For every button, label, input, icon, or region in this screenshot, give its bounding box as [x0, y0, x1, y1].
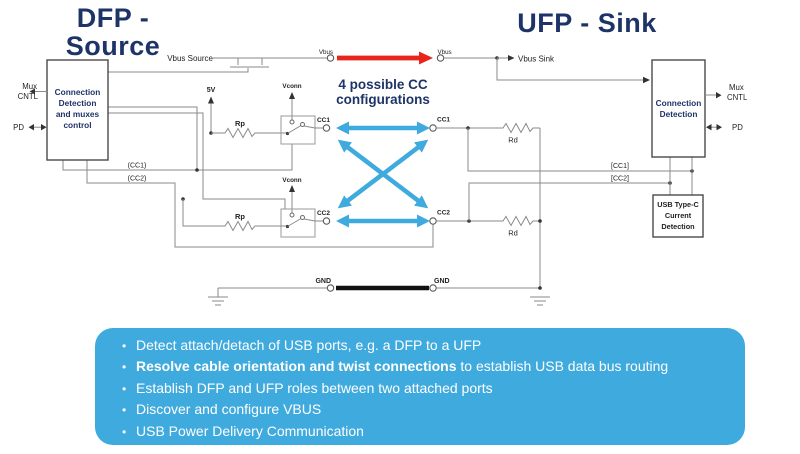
vbus-right-label: Vbus	[438, 49, 452, 56]
usbc-current-detection-block	[652, 194, 704, 238]
ufp-pd-arrow	[706, 124, 722, 131]
ufp-pd-label: PD	[732, 123, 743, 132]
list-item: • Resolve cable orientation and twist co…	[122, 358, 669, 375]
gnd-right-terminal	[429, 284, 437, 292]
dfp-mux-label-2: CNTL	[18, 92, 39, 101]
vconn2-up-arrow	[289, 185, 295, 192]
dfp-mux-label-1: Mux	[22, 82, 37, 91]
bullet-icon: •	[122, 424, 127, 439]
5v-up-arrow	[208, 96, 214, 104]
svg-text:Connection: Connection	[55, 87, 101, 97]
dfp-wiring	[62, 57, 434, 248]
rd1-label: Rd	[508, 136, 518, 145]
rd2-label: Rd	[508, 229, 518, 238]
ufp-block-label: Connection Detection	[656, 98, 702, 119]
summary-panel: • Detect attach/detach of USB ports, e.g…	[95, 328, 745, 445]
cc1-vconn-switch	[280, 92, 331, 145]
ufp-sink-title: UFP - Sink	[517, 8, 657, 38]
dfp-pd-arrow	[28, 124, 47, 131]
bullet-icon: •	[122, 403, 127, 418]
cc1-left-label: CC1	[317, 117, 330, 124]
vbus-sink-arrow	[508, 55, 515, 61]
bullet-icon: •	[122, 381, 127, 396]
vbus-source-label: Vbus Source	[167, 54, 213, 63]
ufp-connection-detection-block	[651, 59, 706, 158]
cc2-cc1-cross-arrow	[337, 139, 429, 209]
list-item: • Discover and configure VBUS	[122, 401, 322, 418]
bullet-icon: •	[122, 360, 127, 375]
svg-text:Detection: Detection	[660, 109, 698, 119]
schematic: Connection Detection and muxes control C…	[13, 49, 748, 306]
vbus-left-label: Vbus	[319, 49, 333, 56]
svg-text:Connection: Connection	[656, 98, 702, 108]
svg-text:Current: Current	[665, 211, 692, 220]
vbus-path	[326, 51, 650, 84]
dfp-title-line2: Source	[65, 31, 161, 61]
gnd-left-label: GND	[315, 278, 331, 285]
gnd-path	[207, 284, 551, 306]
cc2-vconn-switch	[280, 185, 331, 238]
gnd-left-symbol	[207, 296, 229, 306]
vconn2-label: Vconn	[282, 177, 301, 184]
dfp-source-title: DFP - Source	[38, 4, 188, 60]
cc1-detect-label: [CC1]	[611, 163, 629, 170]
cc2-right-label: CC2	[437, 210, 450, 217]
gnd-right-symbol	[529, 296, 551, 306]
vbus-fet-switch	[230, 58, 269, 68]
vbus-left-terminal	[326, 54, 335, 62]
dfp-connection-detection-block	[46, 59, 109, 161]
svg-text:control: control	[63, 120, 91, 130]
usbc-block-label: USB Type-C Current Detection	[657, 200, 699, 231]
list-item: • Establish DFP and UFP roles between tw…	[122, 379, 493, 396]
vbus-sink-label: Vbus Sink	[518, 55, 555, 64]
svg-text:Detection: Detection	[59, 98, 97, 108]
cc2-right-terminal	[429, 217, 437, 225]
cc2-left-label: CC2	[317, 210, 330, 217]
gnd-left-terminal	[326, 284, 335, 292]
svg-text:Detection: Detection	[661, 222, 694, 231]
bullet-icon: •	[122, 339, 127, 353]
cc1-left-terminal	[322, 124, 331, 132]
vbus-right-terminal	[436, 54, 445, 62]
svg-text:USB Type-C: USB Type-C	[657, 200, 699, 209]
cc-configurations-label: 4 possible CC configurations	[336, 77, 430, 107]
svg-text:and muxes: and muxes	[56, 109, 100, 119]
ufp-mux-label-1: Mux	[729, 83, 744, 92]
list-item: • Detect attach/detach of USB ports, e.g…	[122, 337, 482, 353]
dfp-mux-cntl-arrow	[29, 88, 47, 95]
cc1-right-label: CC1	[437, 117, 450, 124]
cc2-sense-label: (CC2)	[128, 176, 147, 183]
dfp-pd-label: PD	[13, 123, 24, 132]
rp1-label: Rp	[235, 119, 245, 128]
dfp-block-label: Connection Detection and muxes control	[55, 87, 101, 130]
ufp-mux-cntl-arrow	[705, 92, 722, 99]
cc2-left-terminal	[322, 217, 331, 225]
dfp-title-line1: DFP -	[76, 3, 150, 33]
cc1-sense-label: (CC1)	[128, 163, 147, 170]
5v-label: 5V	[207, 87, 216, 94]
list-item: • USB Power Delivery Communication	[122, 422, 364, 439]
cc-configuration-arrows	[336, 121, 430, 228]
cc1-right-terminal	[429, 124, 437, 132]
cc2-detect-label: [CC2]	[611, 176, 629, 183]
vconn1-up-arrow	[289, 92, 295, 99]
vconn1-label: Vconn	[282, 83, 301, 90]
rp2-label: Rp	[235, 212, 245, 221]
ufp-mux-label-2: CNTL	[727, 93, 748, 102]
gnd-right-label: GND	[434, 278, 450, 285]
